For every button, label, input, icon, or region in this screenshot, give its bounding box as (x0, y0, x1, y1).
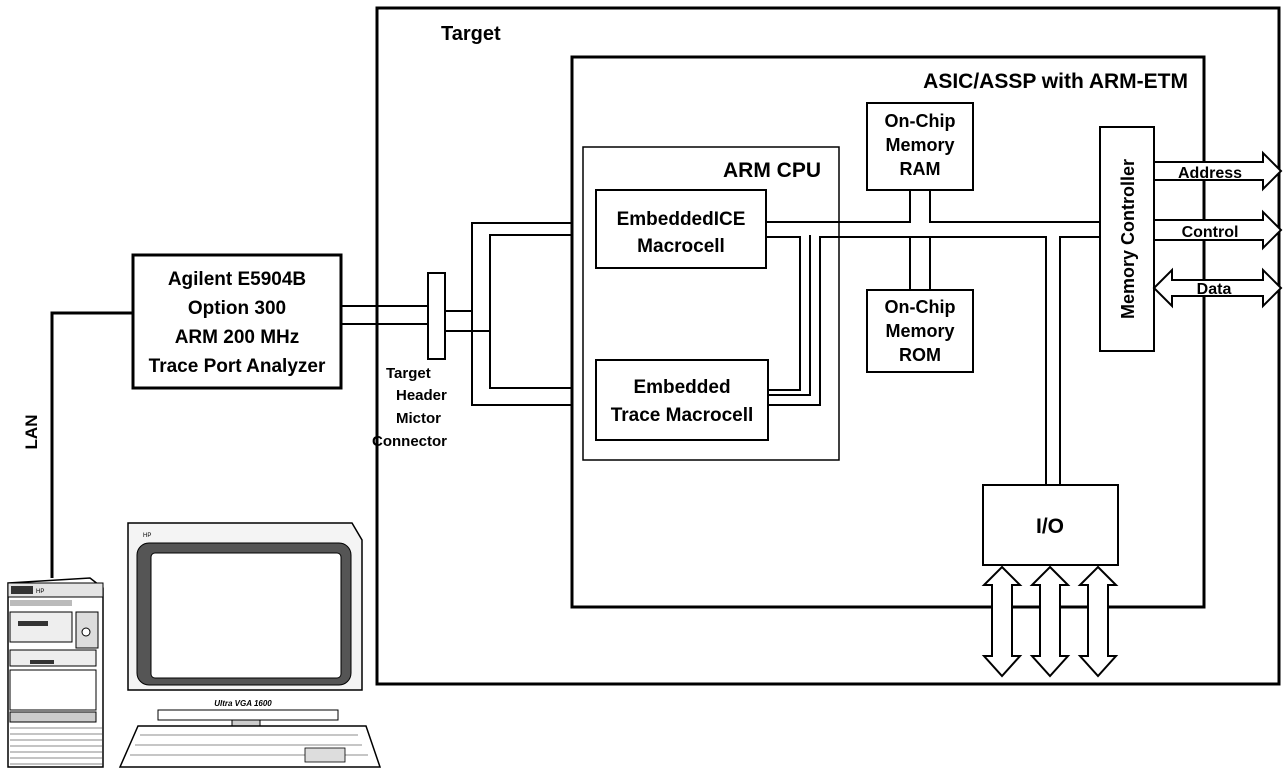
io-arrow-1 (981, 565, 1023, 678)
trace-bus-inner-lower (489, 331, 572, 389)
io-label: I/O (1036, 515, 1064, 538)
monitor-brand: HP (143, 533, 151, 539)
analyzer-line1: Agilent E5904B (168, 269, 306, 290)
system-bus-top2 (929, 190, 1100, 223)
ram-line2: Memory (885, 135, 954, 155)
rom-line2: Memory (885, 321, 954, 341)
mictor-connector (427, 272, 446, 360)
target-box (375, 6, 1281, 686)
etm-line1: Embedded (633, 377, 730, 398)
trace-bus-inner (445, 234, 572, 332)
trace-bus-outer (445, 222, 572, 312)
ram-line3: RAM (900, 159, 941, 179)
system-bus-top (766, 190, 911, 223)
rom-box (866, 289, 974, 373)
arm-cpu-label: ARM CPU (723, 159, 821, 182)
etm-line2: Trace Macrocell (611, 405, 754, 426)
lan-cable (50, 311, 133, 578)
analyzer-line2: Option 300 (188, 298, 286, 319)
analyzer-line4: Trace Port Analyzer (149, 356, 326, 377)
connector-line4: Connector (372, 433, 447, 450)
analyzer-line3: ARM 200 MHz (175, 327, 300, 348)
address-arrow (1153, 150, 1283, 192)
memory-controller-label: Memory Controller (1118, 159, 1138, 319)
connector-line2: Header (396, 387, 447, 404)
etm-box (595, 359, 769, 441)
cpu-internal-link-c (768, 235, 811, 396)
io-box (982, 484, 1119, 566)
embeddedice-line1: EmbeddedICE (617, 209, 746, 230)
data-arrow (1152, 267, 1283, 309)
io-arrow-3 (1077, 565, 1119, 678)
system-bus-io (1059, 236, 1100, 485)
address-label: Address (1178, 165, 1242, 182)
monitor: HP Ultra VGA 1600 (127, 522, 363, 727)
asic-label: ASIC/ASSP with ARM-ETM (923, 70, 1188, 93)
embeddedice-box (595, 189, 767, 269)
rom-line3: ROM (899, 345, 941, 365)
pc-brand: HP (36, 589, 44, 595)
data-label: Data (1197, 281, 1232, 298)
rom-line1: On-Chip (885, 297, 956, 317)
lan-label: LAN (22, 415, 41, 450)
analyzer-box (131, 253, 343, 390)
connector-line1: Target (386, 365, 431, 382)
cpu-internal-link-a (766, 236, 801, 391)
control-label: Control (1182, 224, 1239, 241)
pc-tower: HP (7, 577, 104, 768)
target-label: Target (441, 23, 501, 45)
control-arrow (1153, 209, 1283, 251)
monitor-model: Ultra VGA 1600 (214, 699, 272, 708)
cpu-internal-link-b (768, 236, 1047, 485)
embeddedice-line2: Macrocell (637, 236, 725, 257)
keyboard (118, 725, 382, 768)
connector-line3: Mictor (396, 410, 441, 427)
io-arrow-2 (1029, 565, 1071, 678)
memory-controller-box (1099, 126, 1155, 352)
trace-bus-outer-lower (445, 310, 572, 406)
asic-box (570, 55, 1206, 609)
ram-line1: On-Chip (885, 111, 956, 131)
ram-box (866, 102, 974, 191)
arm-cpu-box (582, 146, 840, 461)
